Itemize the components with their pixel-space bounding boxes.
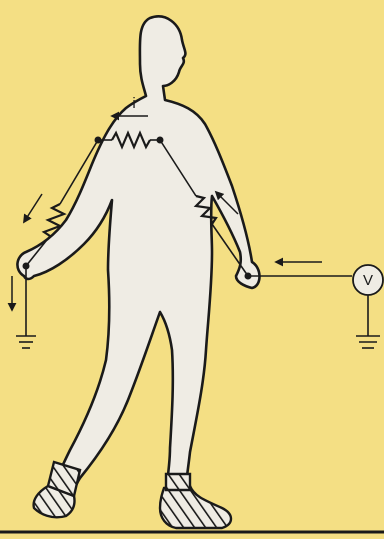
current-label: i <box>132 95 135 112</box>
right-shoe <box>160 486 231 528</box>
voltmeter-label: V <box>363 272 373 289</box>
meter-ground <box>356 295 380 348</box>
right-ankle-wrap <box>166 474 190 490</box>
human-figure <box>17 16 259 496</box>
current-arrow-left-arm <box>24 194 42 222</box>
